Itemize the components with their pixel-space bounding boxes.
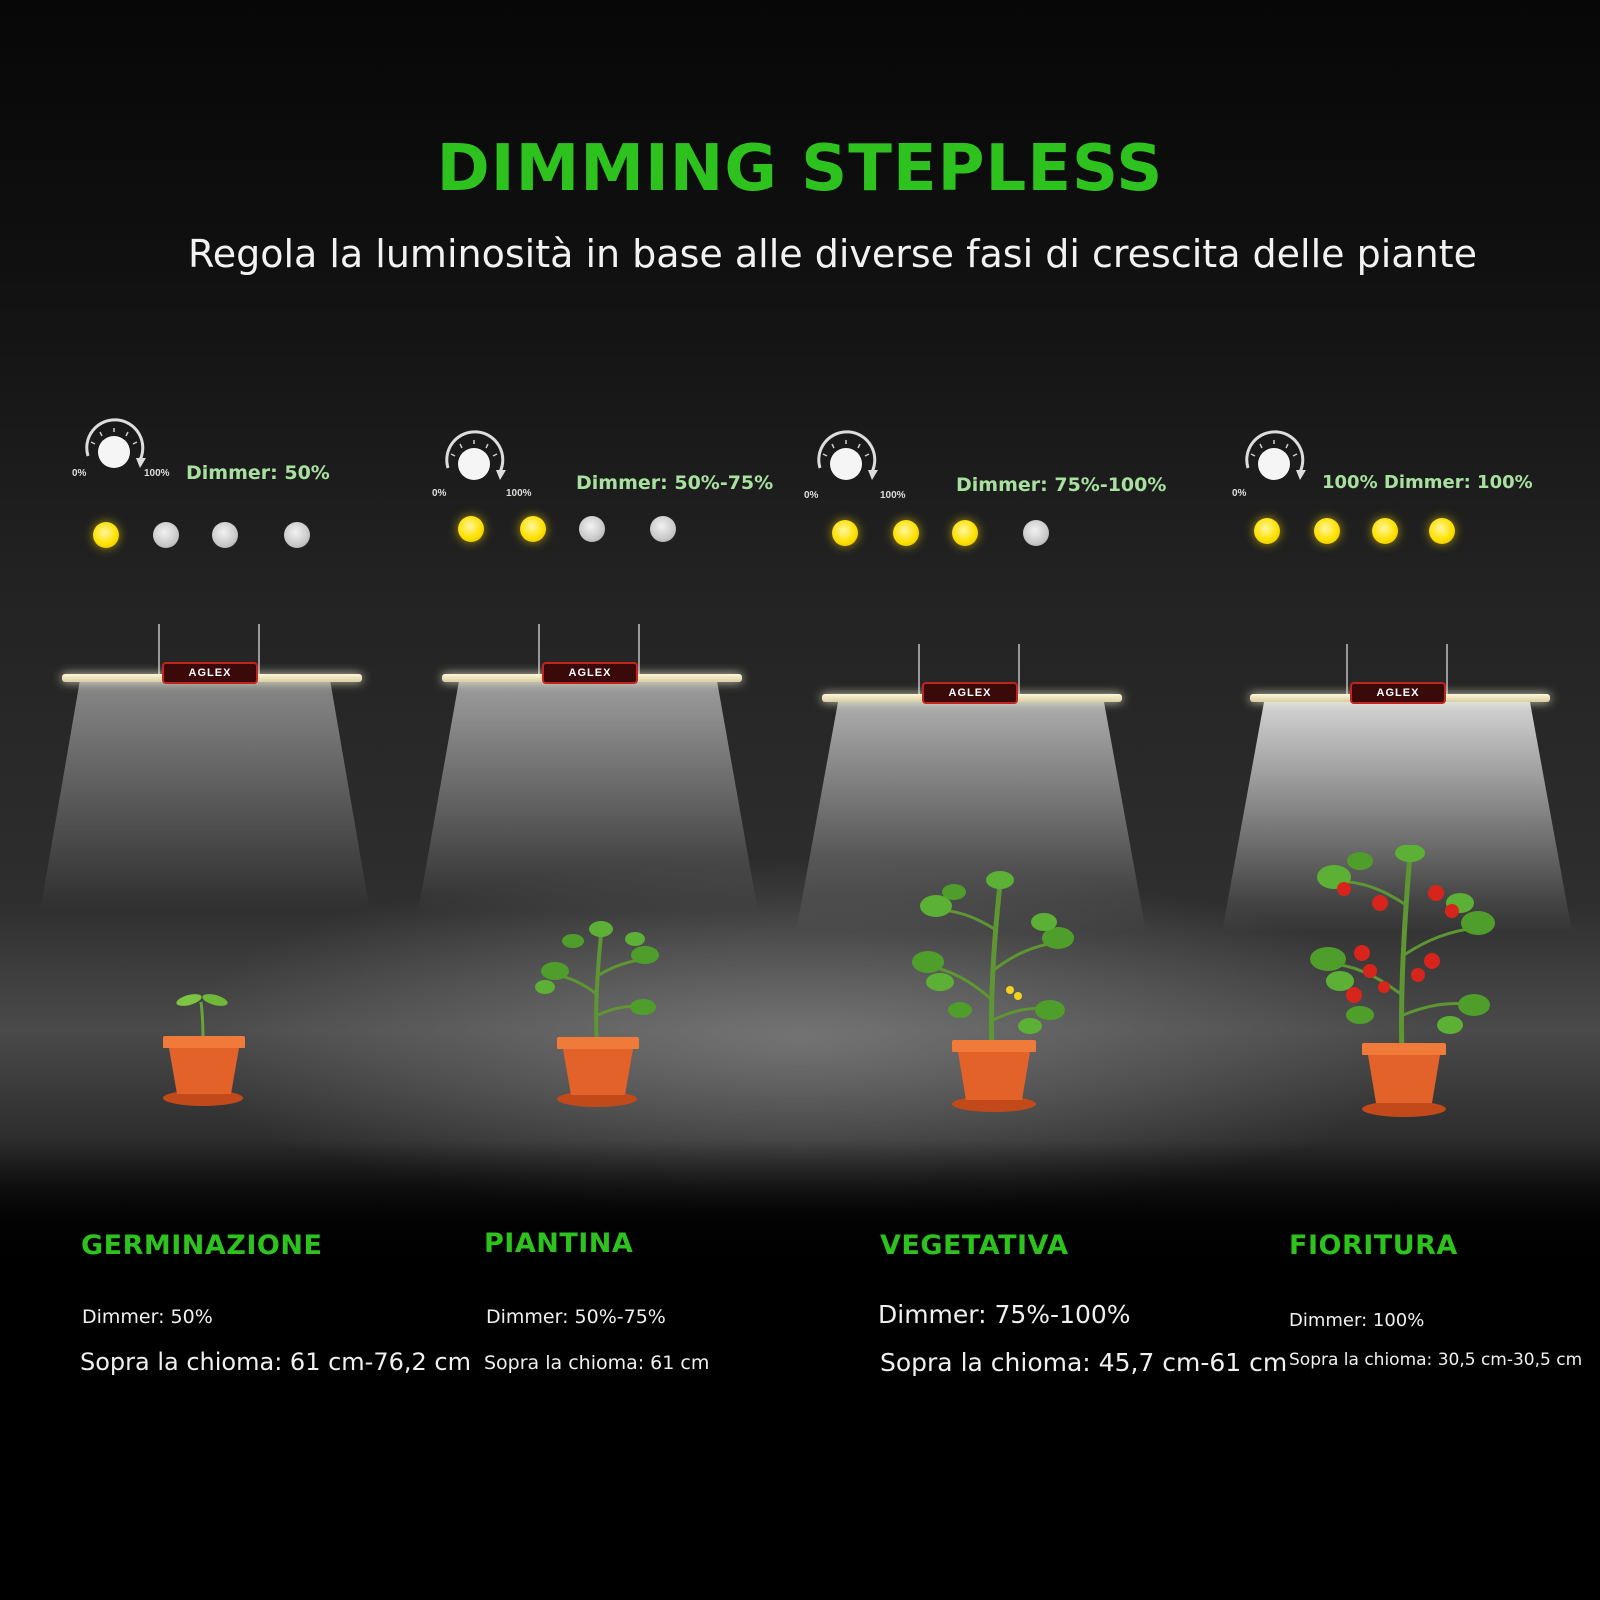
grow-light-lamp: AGLEX — [1250, 644, 1550, 724]
stage-height-spec: Sopra la chioma: 45,7 cm-61 cm — [880, 1348, 1288, 1377]
led-indicator-on — [1429, 518, 1455, 544]
dimmer-knob-icon: 0% 100% — [432, 428, 532, 508]
light-beam — [796, 702, 1146, 932]
stage-height-spec: Sopra la chioma: 30,5 cm-30,5 cm — [1289, 1350, 1583, 1370]
led-indicator-off — [212, 522, 238, 548]
stage-dimmer-spec: Dimmer: 75%-100% — [878, 1300, 1131, 1329]
led-indicator-on — [1372, 518, 1398, 544]
stage-name: PIANTINA — [484, 1228, 634, 1259]
led-indicator-off — [284, 522, 310, 548]
dimmer-level-label: 100% Dimmer: 100% — [1322, 472, 1533, 493]
led-indicator-on — [832, 520, 858, 546]
led-indicator-off — [153, 522, 179, 548]
led-indicator-on — [458, 516, 484, 542]
stage-height-spec: Sopra la chioma: 61 cm-76,2 cm — [80, 1348, 471, 1376]
grow-light-lamp: AGLEX — [62, 624, 362, 704]
dimmer-level-label: Dimmer: 75%-100% — [956, 474, 1167, 496]
led-indicator-on — [1314, 518, 1340, 544]
light-beam — [1222, 702, 1572, 932]
vegetative-plant-pot-icon — [912, 871, 1074, 1112]
led-indicator-on — [93, 522, 119, 548]
dimmer-knob-icon: 0% 100% — [804, 428, 906, 508]
led-indicator-off — [1023, 520, 1049, 546]
led-indicator-on — [520, 516, 546, 542]
led-indicator-on — [893, 520, 919, 546]
dimmer-knob-icon: 0% — [1232, 428, 1332, 508]
seedling-pot-icon — [163, 994, 245, 1106]
page-subtitle: Regola la luminosità in base alle divers… — [188, 232, 1477, 276]
led-indicator-on — [1254, 518, 1280, 544]
grow-light-lamp: AGLEX — [442, 624, 742, 704]
dimmer-level-label: Dimmer: 50% — [186, 462, 330, 484]
led-indicator-off — [579, 516, 605, 542]
led-indicator-on — [952, 520, 978, 546]
dimmer-level-label: Dimmer: 50%-75% — [576, 472, 774, 494]
tomato-plant-pot-icon — [1310, 845, 1495, 1117]
stage-dimmer-spec: Dimmer: 50% — [82, 1306, 213, 1328]
light-beam — [40, 682, 370, 912]
stage-name: VEGETATIVA — [880, 1230, 1069, 1261]
light-beam — [418, 682, 758, 912]
stage-name: FIORITURA — [1289, 1230, 1458, 1261]
page-title: DIMMING STEPLESS — [436, 132, 1164, 206]
young-plant-pot-icon — [535, 921, 659, 1107]
stage-name: GERMINAZIONE — [81, 1230, 323, 1261]
stage-height-spec: Sopra la chioma: 61 cm — [484, 1352, 710, 1374]
grow-light-lamp: AGLEX — [822, 644, 1122, 724]
stage-dimmer-spec: Dimmer: 50%-75% — [486, 1306, 666, 1328]
led-indicator-off — [650, 516, 676, 542]
stage-dimmer-spec: Dimmer: 100% — [1289, 1310, 1425, 1331]
dimmer-knob-icon: 0% 100% — [72, 416, 172, 496]
